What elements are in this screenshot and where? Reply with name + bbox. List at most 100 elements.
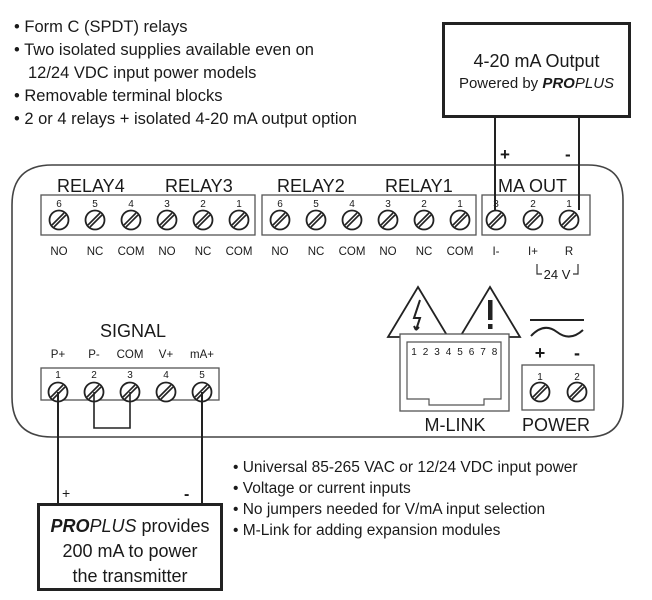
relay-b-screw-terminal[interactable] <box>377 209 399 231</box>
signal-terminal-number: 1 <box>55 370 61 381</box>
relay1-label: RELAY1 <box>385 176 453 196</box>
signal-terminals: 1 2 3 4 5 <box>47 370 213 403</box>
relay-a-terminal-function: COM <box>226 246 253 258</box>
relay4-label: RELAY4 <box>57 176 125 196</box>
power-plus-sign: + <box>535 343 546 363</box>
signal-jumper-wire <box>93 392 131 429</box>
power-screw-terminal[interactable] <box>566 381 588 403</box>
output-box-subtitle: Powered by PROPLUS <box>458 75 615 92</box>
output-plus-sign: + <box>500 145 510 164</box>
relay-b-screw-terminal[interactable] <box>449 209 471 231</box>
mlink-pin-number: 8 <box>492 347 498 358</box>
mlink-port[interactable] <box>399 333 510 412</box>
relay-b-screw-terminal[interactable] <box>413 209 435 231</box>
relay-b-terminal-function: COM <box>447 246 474 258</box>
signal-function-label: P+ <box>51 349 66 361</box>
feature-item: • Two isolated supplies available even o… <box>14 41 314 59</box>
relay-b-terminal-function: NC <box>416 246 433 258</box>
transmitter-box-line2: 200 mA to power <box>62 541 198 561</box>
signal-terminal-number: 4 <box>163 370 169 381</box>
features-top-list: • Form C (SPDT) relays • Two isolated su… <box>14 16 357 131</box>
transmitter-minus-sign: - <box>184 486 189 503</box>
relay-b-terminal-number: 4 <box>349 199 355 210</box>
24v-bracket-right <box>573 264 579 275</box>
signal-terminal-number: 2 <box>91 370 97 381</box>
ma-out-screw-terminal[interactable] <box>558 209 580 231</box>
power-screw-terminal[interactable] <box>529 381 551 403</box>
ma-out-terminal-function: R <box>565 246 573 258</box>
mlink-label: M-LINK <box>424 415 485 435</box>
24v-label: 24 V <box>544 267 571 282</box>
relay-b-terminal-number: 1 <box>457 199 463 210</box>
mlink-pin-number: 7 <box>480 347 486 358</box>
relay-a-screw-terminal[interactable] <box>192 209 214 231</box>
relay3-label: RELAY3 <box>165 176 233 196</box>
feature-item: 12/24 VDC input power models <box>28 64 257 82</box>
relay2-label: RELAY2 <box>277 176 345 196</box>
relay-a-terminal-number: 3 <box>164 199 170 210</box>
relay-b-terminal-function: NO <box>379 246 396 258</box>
relay-a-screw-terminal[interactable] <box>228 209 250 231</box>
relay-block-b <box>261 194 477 236</box>
feature-item: • M-Link for adding expansion modules <box>233 522 501 539</box>
mlink-pin-number: 4 <box>446 347 452 358</box>
feature-item: • Universal 85-265 VAC or 12/24 VDC inpu… <box>233 459 578 476</box>
relay-b-screw-terminal[interactable] <box>305 209 327 231</box>
relay-b-screw-terminal[interactable] <box>269 209 291 231</box>
relay-b-terminal-number: 2 <box>421 199 427 210</box>
output-minus-sign: - <box>565 145 571 164</box>
relay-a-terminal-function: NC <box>195 246 212 258</box>
signal-function-label: V+ <box>159 349 174 361</box>
power-terminal-number: 2 <box>574 372 580 383</box>
ac-dc-symbol-icon <box>530 319 584 338</box>
ma-out-terminal-number: 1 <box>566 199 572 210</box>
signal-title: SIGNAL <box>100 321 166 341</box>
ma-out-terminal-function: I- <box>492 246 499 258</box>
relay-a-screw-terminal[interactable] <box>48 209 70 231</box>
power-minus-sign: - <box>574 343 580 363</box>
signal-screw-terminal[interactable] <box>155 381 177 403</box>
ma-out-screw-terminal[interactable] <box>485 209 507 231</box>
relay-b-terminal-number: 6 <box>277 199 283 210</box>
relay-b-terminal-number: 5 <box>313 199 319 210</box>
relay-a-terminal-number: 6 <box>56 199 62 210</box>
power-label: POWER <box>522 415 590 435</box>
signal-terminal-number: 3 <box>127 370 133 381</box>
signal-terminal-number: 5 <box>199 370 205 381</box>
relay-b-screw-terminal[interactable] <box>341 209 363 231</box>
transmitter-plus-sign: + <box>62 485 70 501</box>
relay-b-terminal-function: NO <box>271 246 288 258</box>
relay-block-a <box>40 194 256 236</box>
relay-a-screw-terminal[interactable] <box>156 209 178 231</box>
ma-out-terminal-function: I+ <box>528 246 538 258</box>
ma-out-screw-terminal[interactable] <box>522 209 544 231</box>
relay-a-terminal-number: 5 <box>92 199 98 210</box>
transmitter-box: PROPLUS provides 200 mA to power the tra… <box>37 503 223 591</box>
relay-b-terminal-function: COM <box>339 246 366 258</box>
ma-out-terminal-number: 2 <box>530 199 536 210</box>
relay-a-screw-terminal[interactable] <box>84 209 106 231</box>
relay-a-terminal-function: NO <box>50 246 67 258</box>
feature-item: • 2 or 4 relays + isolated 4-20 mA outpu… <box>14 110 357 128</box>
mlink-pin-number: 1 <box>411 347 417 358</box>
24v-bracket-left <box>536 264 542 275</box>
output-box-title: 4-20 mA Output <box>473 51 600 71</box>
transmitter-box-line1: PROPLUS provides <box>50 516 210 536</box>
relay-a-terminal-function: NC <box>87 246 104 258</box>
relay-a-terminal-number: 2 <box>200 199 206 210</box>
feature-item: • Removable terminal blocks <box>14 87 223 105</box>
relay-a-terminal-number: 4 <box>128 199 134 210</box>
signal-function-label: COM <box>117 349 144 361</box>
ma-out-label: MA OUT <box>498 176 567 196</box>
meter-panel-outline <box>11 164 624 438</box>
transmitter-box-line3: the transmitter <box>72 566 188 586</box>
power-terminal-number: 1 <box>537 372 543 383</box>
caution-icon <box>458 285 522 338</box>
features-bottom-list: • Universal 85-265 VAC or 12/24 VDC inpu… <box>233 457 578 541</box>
relay-a-screw-terminal[interactable] <box>120 209 142 231</box>
mlink-pin-number: 3 <box>434 347 440 358</box>
mlink-pin-number: 2 <box>423 347 429 358</box>
